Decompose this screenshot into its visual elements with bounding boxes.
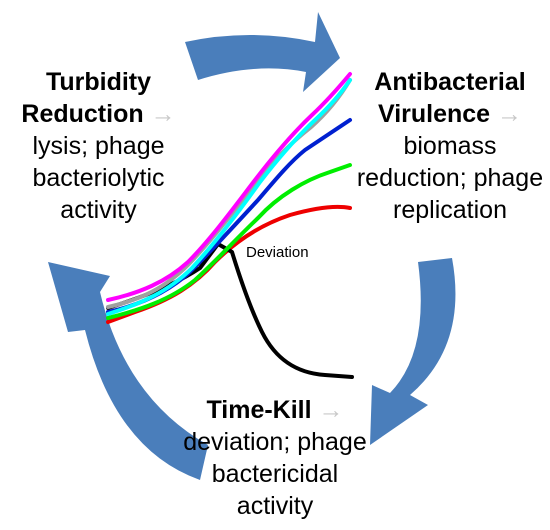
time-kill-line-1: deviation; phage	[183, 428, 367, 456]
turbidity-title-1: Turbidity	[45, 68, 152, 96]
turbidity-line-2: bacteriolytic	[32, 164, 165, 192]
left-cycle-arrow	[48, 262, 208, 480]
right-arrow-icon: →	[150, 100, 176, 128]
time-kill-block: Time-Kill → deviation; phage bactericida…	[175, 394, 375, 522]
antibacterial-line-1: biomass	[403, 132, 497, 160]
deviation-label: Deviation	[246, 244, 309, 261]
antibacterial-title-1: Antibacterial	[374, 68, 526, 96]
turbidity-line-1: lysis; phage	[32, 132, 165, 160]
gray-curve	[106, 78, 352, 309]
turbidity-reduction-block: Turbidity Reduction → lysis; phage bacte…	[6, 66, 191, 226]
turbidity-title-2: Reduction	[21, 100, 144, 128]
top-cycle-arrow	[185, 12, 340, 92]
time-kill-title: Time-Kill	[206, 396, 312, 424]
magenta-curve	[106, 72, 352, 302]
right-arrow-icon: →	[318, 396, 344, 424]
time-kill-line-2: bactericidal	[211, 460, 339, 488]
antibacterial-virulence-block: Antibacterial Virulence → biomass reduct…	[352, 66, 548, 226]
time-kill-line-3: activity	[236, 492, 314, 520]
turbidity-line-3: activity	[60, 196, 137, 224]
right-cycle-arrow	[370, 258, 456, 445]
antibacterial-line-2: reduction; phage	[356, 164, 544, 192]
antibacterial-title-2: Virulence	[377, 100, 491, 128]
cycle-arrows	[48, 12, 456, 480]
green-curve	[106, 163, 352, 320]
cyan-curve	[106, 78, 352, 316]
antibacterial-line-3: replication	[393, 196, 507, 224]
growth-curves	[106, 72, 354, 379]
right-arrow-icon: →	[497, 100, 523, 128]
